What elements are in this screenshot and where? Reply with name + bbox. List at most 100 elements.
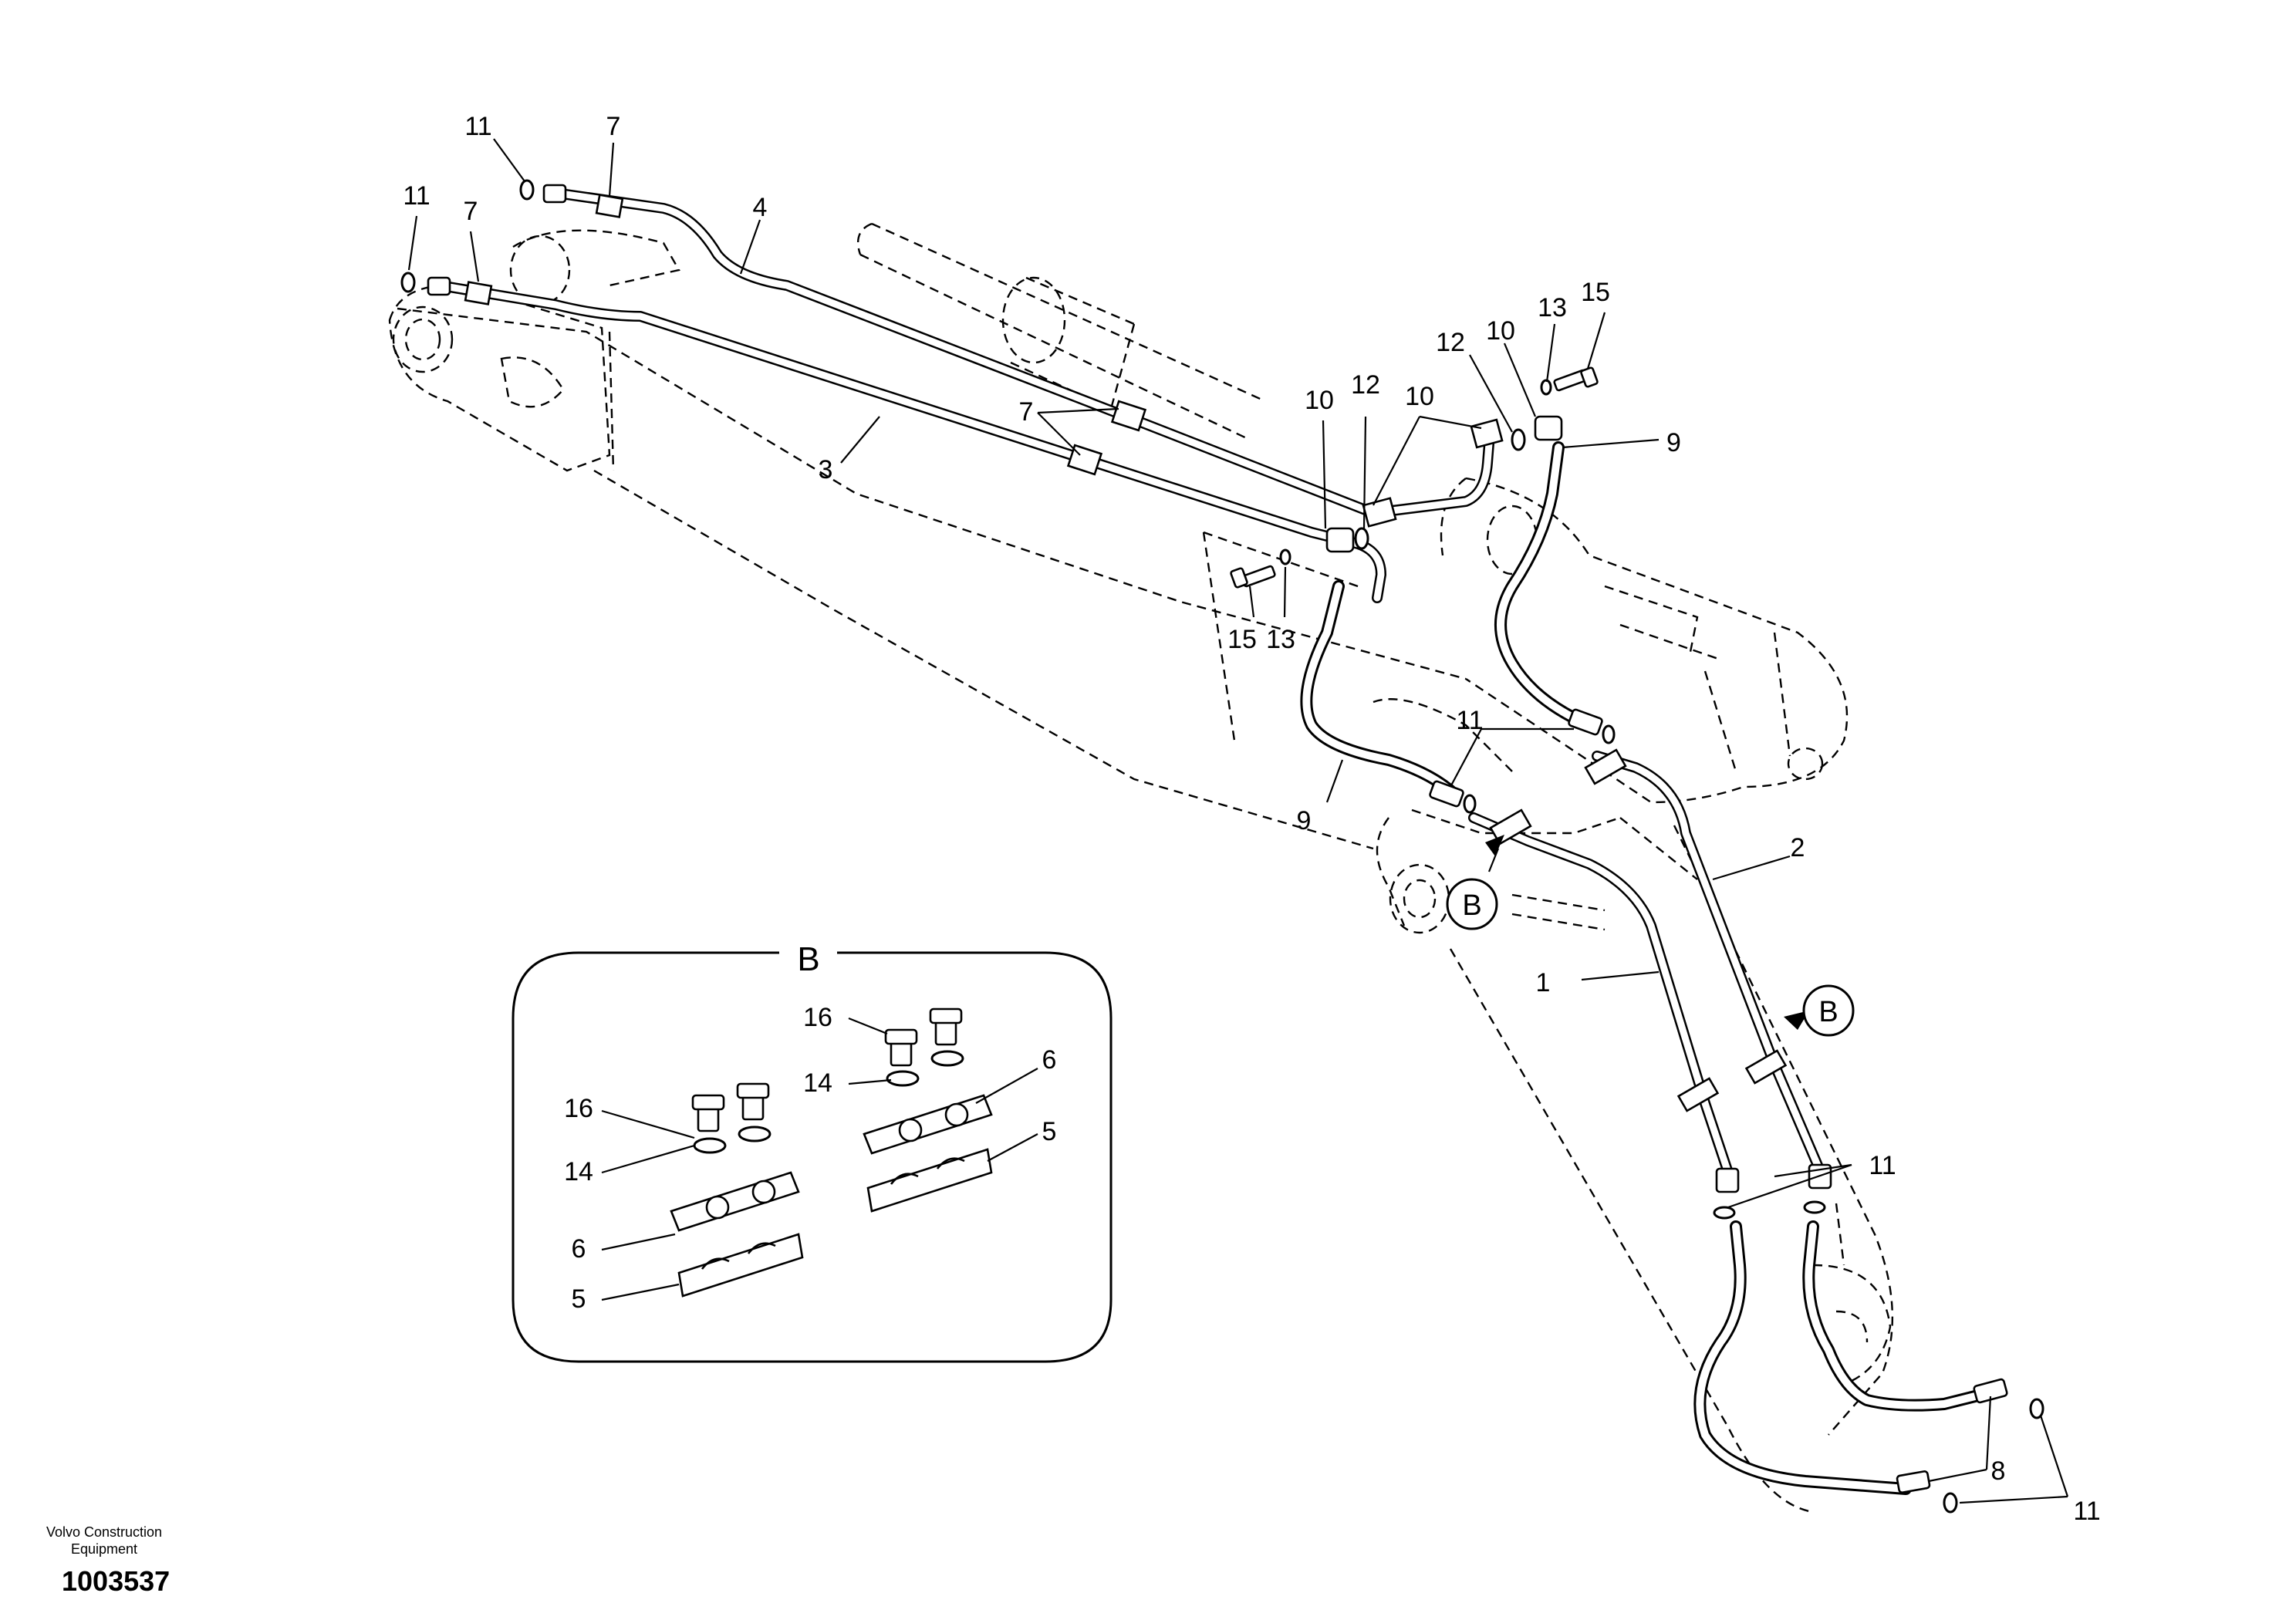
callout-5: 5 (1042, 1117, 1057, 1146)
o-ring (400, 272, 416, 293)
callout-12: 12 (1351, 370, 1380, 400)
washer (886, 1070, 920, 1087)
clamp-assembly-lower (670, 1082, 804, 1298)
callout-13: 13 (1266, 625, 1295, 654)
callout-12: 12 (1436, 328, 1465, 357)
view-b-marker-right: B (1784, 984, 1855, 1037)
washer (1279, 548, 1292, 565)
elbow-fitting (1470, 418, 1504, 449)
hose-coupling (1715, 1167, 1740, 1193)
o-ring (1463, 794, 1477, 814)
bolt-head (691, 1094, 725, 1111)
drawing-footer: Volvo Construction Equipment 1003537 (23, 1524, 216, 1598)
callout-2: 2 (1791, 833, 1805, 862)
main-view-callouts: 11 7 11 7 4 3 7 10 12 10 12 10 13 15 9 1… (403, 112, 2100, 1526)
callout-7: 7 (464, 197, 478, 226)
pipe-4 (550, 187, 1494, 518)
clamp-upper-half (670, 1171, 800, 1232)
bolt-head (884, 1028, 918, 1045)
view-b-marker-left: B (1446, 835, 1504, 930)
hose-coupling (1429, 780, 1464, 808)
hose-8-left (1693, 1220, 1912, 1495)
callout-15: 15 (1227, 625, 1257, 654)
callout-11: 11 (464, 112, 491, 141)
elbow-fitting (1534, 415, 1563, 441)
clamp-lower-half (866, 1148, 993, 1213)
view-b-label: B (1818, 996, 1838, 1028)
callout-5: 5 (572, 1284, 586, 1314)
callout-16: 16 (803, 1003, 832, 1032)
view-b-label: B (1462, 889, 1481, 922)
callout-11: 11 (1456, 706, 1483, 735)
callout-10: 10 (1486, 316, 1515, 346)
clamp-lower-half (677, 1233, 804, 1298)
callout-6: 6 (572, 1234, 586, 1264)
pipe-2 (1592, 751, 1826, 1178)
brand-name: Volvo Construction Equipment (23, 1524, 185, 1558)
callout-14: 14 (803, 1068, 832, 1098)
callout-9: 9 (1666, 428, 1681, 457)
detail-view-b: B (512, 940, 1113, 1363)
hose-coupling (1568, 708, 1603, 736)
callout-10: 10 (1305, 386, 1334, 415)
callout-8: 8 (1991, 1456, 2006, 1486)
leader-lines (407, 138, 2069, 1504)
o-ring (1602, 724, 1616, 744)
callout-4: 4 (753, 193, 768, 222)
hose-9-left (1300, 580, 1457, 797)
clamp (464, 281, 493, 305)
hose-8-right (1802, 1220, 1981, 1412)
callout-15: 15 (1581, 278, 1610, 307)
washer (738, 1126, 772, 1142)
seal-ring (1354, 527, 1369, 550)
callout-14: 14 (564, 1157, 593, 1186)
callout-11: 11 (403, 181, 430, 211)
fittings-and-clamps (400, 179, 2044, 1514)
callout-6: 6 (1042, 1045, 1057, 1075)
clamp (595, 194, 624, 218)
screw-head (1230, 567, 1248, 589)
elbow-fitting (1362, 497, 1397, 528)
callout-7: 7 (1019, 397, 1034, 427)
o-ring (519, 179, 535, 201)
boom-arm-outline (388, 222, 1894, 1514)
clamp (1066, 444, 1103, 476)
fitting-end (427, 276, 451, 296)
callout-9: 9 (1297, 806, 1312, 835)
callout-11: 11 (1869, 1151, 1896, 1180)
callout-10: 10 (1405, 382, 1434, 411)
callout-13: 13 (1538, 293, 1567, 322)
elbow-fitting (1325, 527, 1355, 553)
o-ring (1943, 1492, 1958, 1514)
o-ring (1713, 1206, 1736, 1220)
hose-end (1973, 1378, 2008, 1404)
o-ring (2029, 1398, 2044, 1419)
clamp (1110, 400, 1147, 432)
hose-end (1896, 1470, 1931, 1493)
washer (1540, 379, 1552, 396)
screw-head (1580, 366, 1599, 388)
hose-9-right (1494, 441, 1595, 731)
brand-line-2: Equipment (70, 1541, 138, 1557)
clamp-b (1489, 808, 1532, 845)
washer (930, 1050, 964, 1067)
pipe-1 (1468, 812, 1734, 1178)
pipe-3 (434, 280, 1386, 603)
clamp-b (1744, 1049, 1788, 1085)
seal-ring (1511, 428, 1526, 451)
clamp-b (1676, 1077, 1720, 1112)
callout-1: 1 (1536, 968, 1551, 997)
clamp-b (1584, 748, 1627, 785)
drawing-number: 1003537 (62, 1565, 171, 1597)
detail-view-title: B (797, 940, 819, 978)
clamp-assembly-upper (863, 1007, 993, 1213)
clamp-upper-half (863, 1094, 993, 1155)
callout-16: 16 (564, 1094, 593, 1123)
callout-11: 11 (2073, 1497, 2100, 1526)
bolt-head (929, 1007, 963, 1024)
bolt-head (736, 1082, 770, 1099)
washer (693, 1137, 727, 1154)
fitting-end (542, 184, 567, 204)
